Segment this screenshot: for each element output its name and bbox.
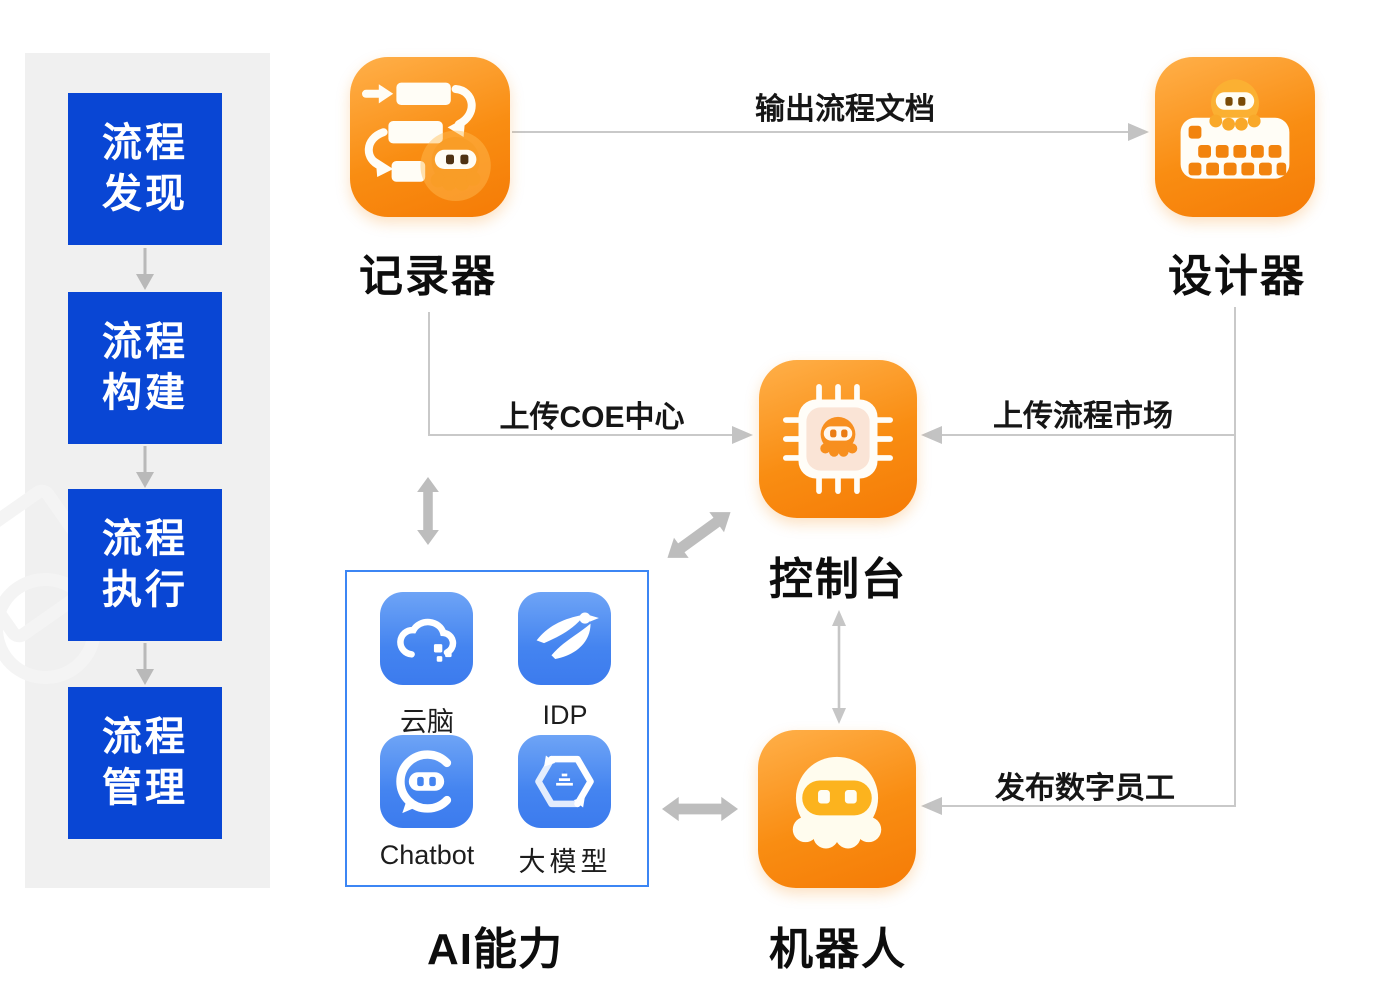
arrowhead-left-icon bbox=[921, 426, 942, 444]
stage-label-line1: 流程 bbox=[102, 319, 188, 364]
console-label: 控制台 bbox=[769, 555, 907, 604]
stage-process-discovery: 流程 发现 bbox=[68, 93, 222, 245]
ai-capability-label: AI能力 bbox=[427, 925, 563, 974]
edge-designer-down bbox=[1234, 307, 1236, 807]
edge-designer-console bbox=[942, 434, 1235, 436]
edge-designer-robot bbox=[942, 805, 1235, 807]
stage-label-line1: 流程 bbox=[102, 714, 188, 759]
arrowhead-left-icon bbox=[921, 797, 942, 815]
down-arrow-icon bbox=[136, 248, 154, 290]
recorder-label: 记录器 bbox=[359, 252, 497, 301]
chatbot-icon bbox=[380, 735, 473, 828]
stage-process-build: 流程 构建 bbox=[68, 292, 222, 444]
keyboard-mascot-icon bbox=[1180, 79, 1290, 179]
chatbot-label: Chatbot bbox=[379, 840, 475, 870]
stage-label-line2: 执行 bbox=[102, 568, 188, 612]
edge-label-output-doc: 输出流程文档 bbox=[755, 93, 935, 126]
stage-process-execute: 流程 执行 bbox=[68, 489, 222, 641]
down-arrow-icon bbox=[136, 446, 154, 488]
idp-label: IDP bbox=[542, 700, 588, 730]
edge-recorder-down bbox=[428, 312, 430, 435]
stage-label-line2: 管理 bbox=[102, 766, 188, 810]
designer-label: 设计器 bbox=[1168, 252, 1306, 301]
flowchart-recording-icon bbox=[362, 82, 491, 201]
designer-app-icon bbox=[1155, 57, 1315, 217]
robot-label: 机器人 bbox=[769, 925, 907, 974]
down-arrow-icon bbox=[136, 643, 154, 685]
cloud-brain-label: 云脑 bbox=[400, 707, 454, 737]
edge-recorder-designer bbox=[512, 131, 1130, 133]
double-arrow-diagonal-icon bbox=[659, 500, 740, 570]
edge-label-publish-worker: 发布数字员工 bbox=[995, 772, 1175, 805]
octopus-robot-icon bbox=[792, 756, 882, 849]
recorder-app-icon bbox=[350, 57, 510, 217]
arrowhead-right-icon bbox=[732, 426, 753, 444]
stage-label-line1: 流程 bbox=[102, 516, 188, 561]
double-arrow-vertical-icon bbox=[417, 477, 439, 545]
edge-label-upload-market: 上传流程市场 bbox=[993, 400, 1173, 433]
chip-mascot-icon bbox=[783, 384, 893, 494]
cloud-brain-icon bbox=[380, 592, 473, 685]
edge-recorder-console bbox=[428, 434, 734, 436]
console-app-icon bbox=[759, 360, 917, 518]
stage-label-line1: 流程 bbox=[102, 120, 188, 165]
robot-app-icon bbox=[758, 730, 916, 888]
stage-process-manage: 流程 管理 bbox=[68, 687, 222, 839]
large-model-label: 大模型 bbox=[518, 847, 612, 877]
stage-label-line2: 发现 bbox=[102, 172, 188, 216]
stage-label-line2: 构建 bbox=[102, 371, 188, 415]
double-arrow-vertical-icon bbox=[832, 610, 846, 724]
double-arrow-horizontal-icon bbox=[662, 796, 738, 822]
idp-bird-icon bbox=[518, 592, 611, 685]
arrowhead-right-icon bbox=[1128, 123, 1149, 141]
large-model-icon bbox=[518, 735, 611, 828]
edge-label-upload-coe: 上传COE中心 bbox=[499, 401, 685, 434]
